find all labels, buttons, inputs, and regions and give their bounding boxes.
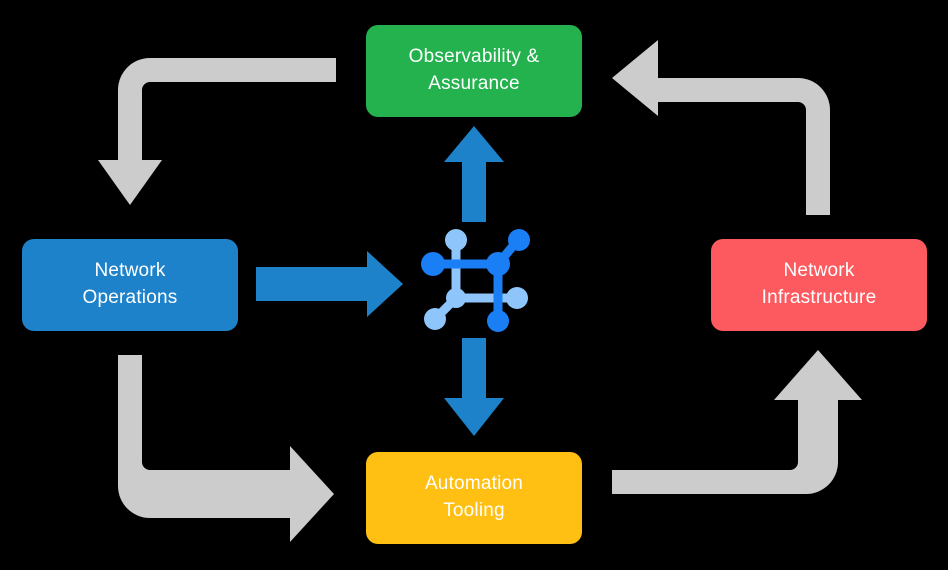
box-network-infrastructure[interactable]: Network Infrastructure [711, 239, 927, 331]
gray-elbow-arrow-bottom-right-shape [612, 350, 862, 494]
gray-elbow-arrow-top-right [612, 40, 830, 215]
mesh-node-center-left [446, 288, 466, 308]
box-infrastructure-label: Network Infrastructure [761, 260, 877, 308]
box-automation-tooling[interactable]: Automation Tooling [366, 452, 582, 544]
gray-elbow-arrow-top-left-shape [98, 58, 336, 205]
mesh-node-left [421, 252, 445, 276]
mesh-node-bottom-left [424, 308, 446, 330]
mesh-node-center [486, 252, 510, 276]
mesh-node-top-right [508, 229, 530, 251]
mesh-node-bottom-right [487, 310, 509, 332]
gray-elbow-arrow-bottom-left-shape [118, 355, 334, 542]
network-mesh-icon [421, 229, 530, 332]
box-automation-label: Automation Tooling [424, 473, 524, 521]
blue-arrow-up-shape [444, 126, 504, 222]
mesh-node-top-left [445, 229, 467, 251]
blue-arrow-down [444, 338, 504, 436]
box-observability-label: Observability & Assurance [408, 46, 540, 94]
blue-arrow-right [256, 251, 403, 317]
mesh-node-right-mid [506, 287, 528, 309]
box-network-operations[interactable]: Network Operations [22, 239, 238, 331]
box-operations-label: Network Operations [82, 260, 178, 308]
box-observability-assurance[interactable]: Observability & Assurance [366, 25, 582, 117]
